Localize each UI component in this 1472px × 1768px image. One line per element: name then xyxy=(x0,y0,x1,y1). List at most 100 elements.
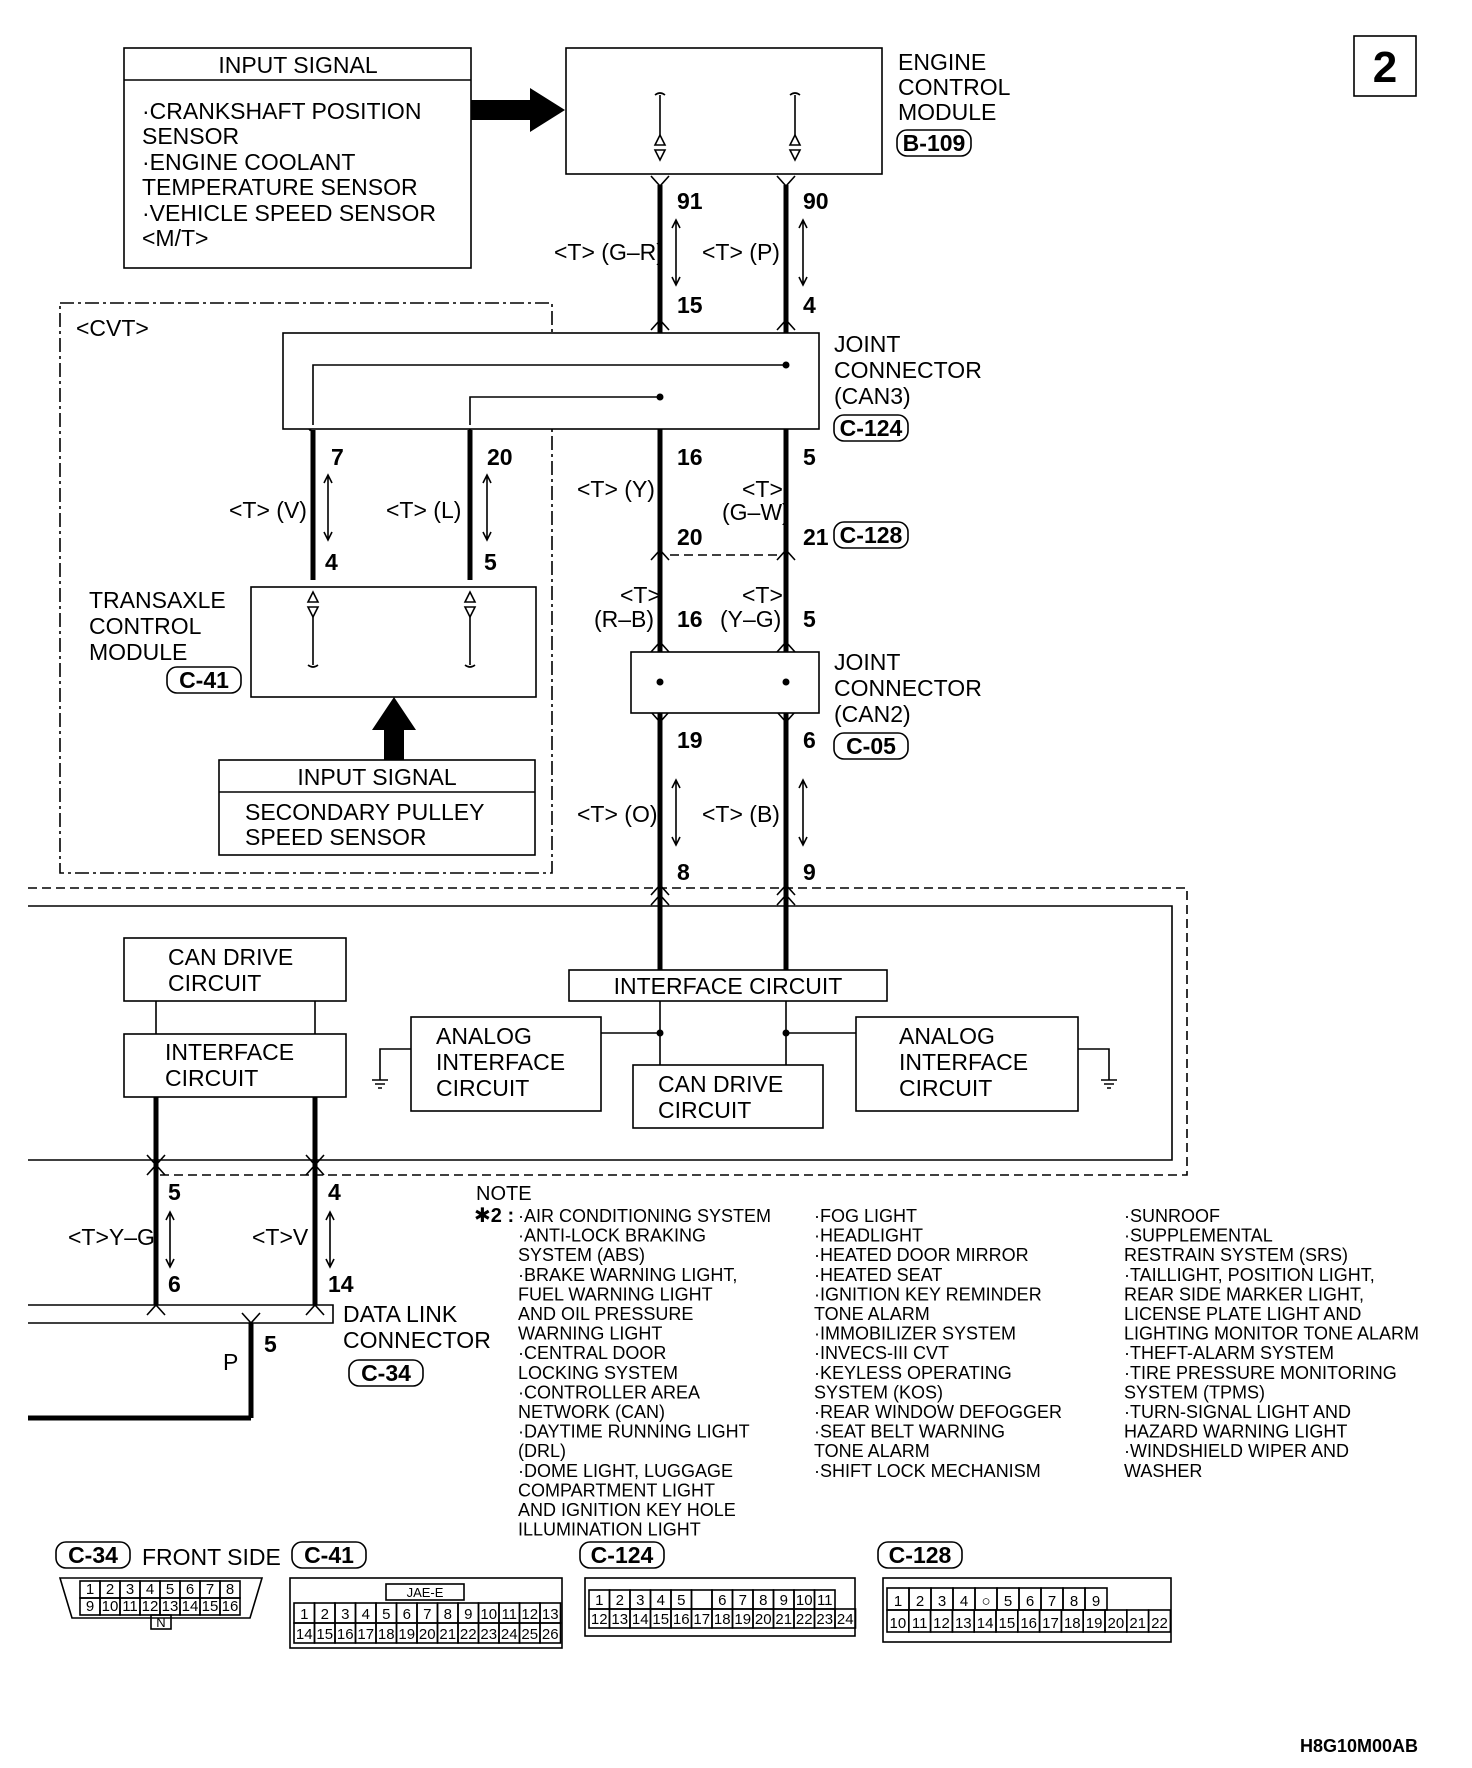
pin-number: 9 xyxy=(86,1598,94,1615)
connector-view-label-c128: C-128 xyxy=(889,1542,952,1568)
pin-number: 4 xyxy=(657,1592,665,1609)
pin-number: 16 xyxy=(222,1598,239,1615)
pin-number: 7 xyxy=(1048,1593,1056,1610)
connector-c128: C-128 xyxy=(840,522,903,548)
svg-text:CONNECTOR: CONNECTOR xyxy=(834,357,982,383)
note-item: WASHER xyxy=(1124,1461,1202,1481)
pin-number: 13 xyxy=(611,1611,628,1628)
pin-number: 6 xyxy=(186,1581,194,1598)
page-number: 2 xyxy=(1353,35,1417,97)
pin-label: 5 xyxy=(264,1331,277,1357)
wire-color-label: <T> (O) xyxy=(577,801,658,827)
pin-number: 26 xyxy=(542,1626,559,1643)
transaxle-control-module: TRANSAXLE CONTROL MODULE C-41 xyxy=(89,586,537,698)
pin-number: 17 xyxy=(357,1626,374,1643)
pin-number: 7 xyxy=(206,1581,214,1598)
signal-direction-arrows xyxy=(165,218,808,1269)
note-column-1: ·AIR CONDITIONING SYSTEM·ANTI-LOCK BRAKI… xyxy=(518,1206,771,1540)
svg-text:INTERFACE: INTERFACE xyxy=(165,1039,294,1065)
pin-label: 4 xyxy=(325,549,338,575)
pin-cell xyxy=(219,1597,241,1616)
svg-text:(CAN3): (CAN3) xyxy=(834,383,911,409)
pin-number: 8 xyxy=(1070,1593,1078,1610)
pin-label: 4 xyxy=(803,292,816,318)
pin-number: 1 xyxy=(300,1606,308,1623)
note-item: ·HEATED SEAT xyxy=(814,1265,942,1285)
module-outline xyxy=(28,905,1173,1161)
pin-number: 10 xyxy=(102,1598,119,1615)
pin-number: 3 xyxy=(938,1593,946,1610)
wire-color-label: <T>V xyxy=(252,1224,309,1250)
svg-text:INPUT SIGNAL: INPUT SIGNAL xyxy=(218,52,378,78)
input-line: ·ENGINE COOLANT xyxy=(142,149,355,175)
svg-text:CONTROL: CONTROL xyxy=(898,74,1011,100)
pin-label: 8 xyxy=(677,859,690,885)
pin-label: 5 xyxy=(168,1179,181,1205)
connector-c05: C-05 xyxy=(846,733,896,759)
wire-color-label: (R–B) xyxy=(594,606,654,632)
pin-number: 19 xyxy=(398,1626,415,1643)
svg-text:INPUT SIGNAL: INPUT SIGNAL xyxy=(297,764,457,790)
pin-number: 4 xyxy=(960,1593,968,1610)
note-item: NETWORK (CAN) xyxy=(518,1402,665,1422)
note-item: FUEL WARNING LIGHT xyxy=(518,1284,713,1304)
input-signal-box-cvt: INPUT SIGNAL SECONDARY PULLEY SPEED SENS… xyxy=(218,759,536,856)
note-item: LIGHTING MONITOR TONE ALARM xyxy=(1124,1324,1419,1344)
note-item: HAZARD WARNING LIGHT xyxy=(1124,1422,1347,1442)
svg-text:MODULE: MODULE xyxy=(898,99,996,125)
note-item: ·CONTROLLER AREA xyxy=(518,1382,700,1402)
input-signal-box-top: INPUT SIGNAL ·CRANKSHAFT POSITION SENSOR… xyxy=(123,47,472,269)
pin-number: 21 xyxy=(1129,1615,1146,1632)
pin-number: 5 xyxy=(166,1581,174,1598)
note-section: NOTE ✱2 : xyxy=(474,1183,532,1227)
input-line: ·CRANKSHAFT POSITION xyxy=(142,98,421,124)
svg-text:ANALOG: ANALOG xyxy=(899,1023,995,1049)
note-column-2: ·FOG LIGHT·HEADLIGHT·HEATED DOOR MIRROR·… xyxy=(814,1206,1062,1481)
analog-interface-circuit-left: ANALOG INTERFACE CIRCUIT xyxy=(410,1016,602,1112)
ground-symbol-right xyxy=(1078,1048,1117,1089)
pin-number: 22 xyxy=(1151,1615,1168,1632)
note-item: ·TAILLIGHT, POSITION LIGHT, xyxy=(1124,1265,1375,1285)
pin-number: 11 xyxy=(912,1615,928,1632)
pin-number: 2 xyxy=(106,1581,114,1598)
note-item: ·DAYTIME RUNNING LIGHT xyxy=(518,1422,750,1442)
pin-number: 11 xyxy=(501,1606,517,1623)
wire-color-label: <T> (P) xyxy=(702,239,780,265)
figure-code: H8G10M00AB xyxy=(1300,1736,1418,1756)
wire-color-label: <T> (V) xyxy=(229,497,307,523)
note-item: ·HEATED DOOR MIRROR xyxy=(814,1245,1029,1265)
pin-number: 8 xyxy=(226,1581,234,1598)
note-item: ·SHIFT LOCK MECHANISM xyxy=(814,1461,1041,1481)
note-item: ·CENTRAL DOOR xyxy=(518,1343,666,1363)
note-item: COMPARTMENT LIGHT xyxy=(518,1480,715,1500)
pin-number: 16 xyxy=(673,1611,690,1628)
pin-label: 14 xyxy=(328,1271,354,1297)
svg-text:JOINT: JOINT xyxy=(834,649,900,675)
svg-text:INTERFACE: INTERFACE xyxy=(436,1049,565,1075)
note-item: ·AIR CONDITIONING SYSTEM xyxy=(518,1206,771,1226)
note-item: SYSTEM (KOS) xyxy=(814,1382,943,1402)
pin-number: 1 xyxy=(595,1592,603,1609)
pin-number: 7 xyxy=(739,1592,747,1609)
pin-label: 4 xyxy=(328,1179,341,1205)
note-item: ·INVECS-III CVT xyxy=(814,1343,949,1363)
svg-text:SECONDARY PULLEY: SECONDARY PULLEY xyxy=(245,799,484,825)
pin-number: 17 xyxy=(693,1611,710,1628)
cvt-region xyxy=(59,302,553,874)
pin-number: 4 xyxy=(146,1581,154,1598)
svg-text:ENGINE: ENGINE xyxy=(898,49,986,75)
pin-number: 22 xyxy=(460,1626,477,1643)
svg-text:(CAN2): (CAN2) xyxy=(834,701,911,727)
pin-number: 9 xyxy=(464,1606,472,1623)
pin-number: 15 xyxy=(652,1611,669,1628)
svg-text:JOINT: JOINT xyxy=(834,331,900,357)
pin-number: 21 xyxy=(775,1611,792,1628)
wire-color-label: <T> xyxy=(742,582,783,608)
wire-color-label: (G–W) xyxy=(722,499,790,525)
svg-text:INTERFACE CIRCUIT: INTERFACE CIRCUIT xyxy=(614,973,843,999)
engine-control-module: ENGINE CONTROL MODULE B-109 xyxy=(565,47,1011,175)
pin-label: 16 xyxy=(677,444,703,470)
pin-label: 5 xyxy=(803,606,816,632)
